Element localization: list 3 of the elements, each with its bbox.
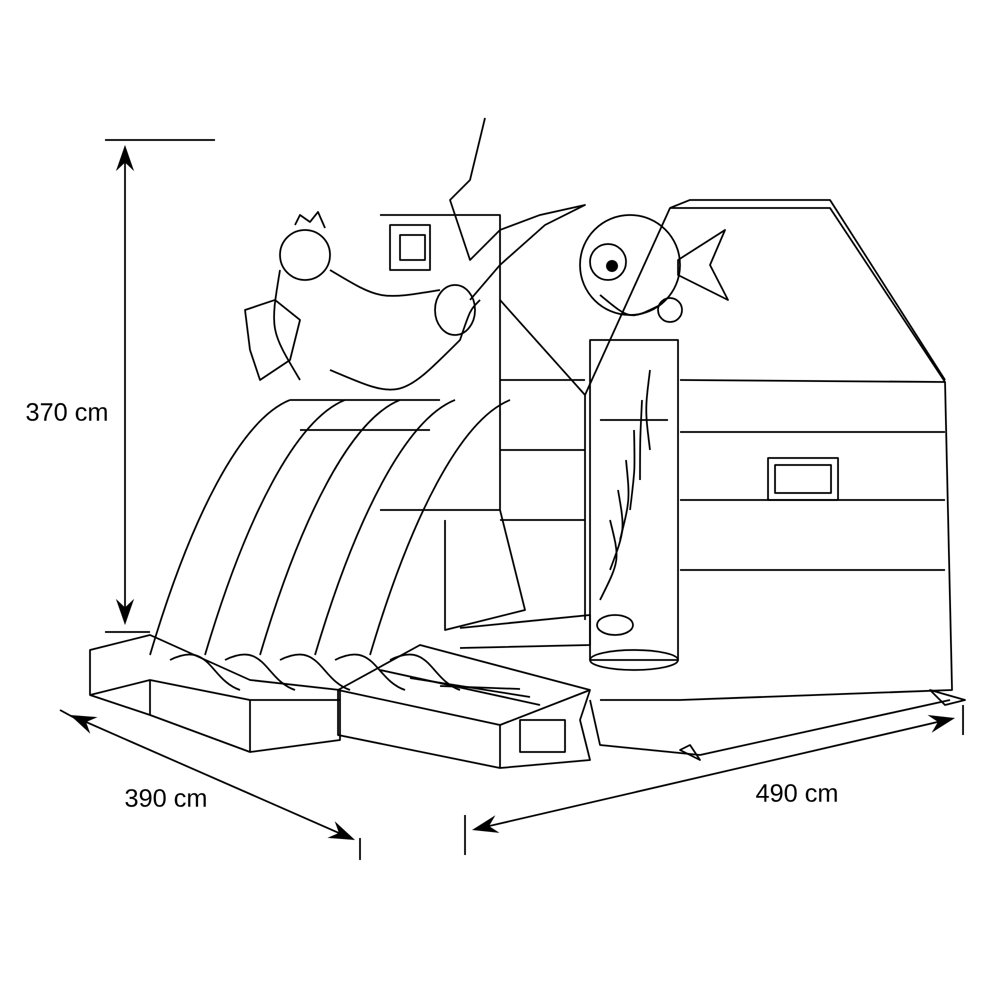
dimension-label: 370 cm	[26, 403, 107, 421]
dimension-label: 390 cm	[125, 789, 206, 807]
dimension-label: 490 cm	[756, 784, 837, 802]
